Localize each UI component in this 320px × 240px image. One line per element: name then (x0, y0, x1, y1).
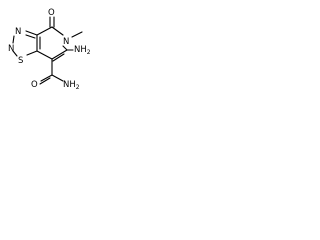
amino-nh: NH (74, 45, 87, 55)
bond-c3a-n3 (25, 30, 38, 36)
bond-n5-methyl (71, 31, 83, 38)
bond-s1-c7a (26, 50, 38, 56)
bond-c4-n5 (51, 26, 64, 36)
chemical-structure-diagram: N N S N O NH2 O NH2 (8, 8, 91, 91)
atom-label-amide-n: NH2 (63, 80, 80, 91)
bond-c6-c7 (51, 49, 68, 60)
atom-label-n5: N (63, 37, 69, 47)
bond-c6-c7-inner (52, 53, 65, 62)
bond-camide-o-double (39, 77, 51, 85)
atom-label-n3: N (15, 27, 21, 37)
amide-subscript: 2 (76, 84, 80, 91)
atom-label-n2: N (8, 44, 14, 54)
bond-n3-n2 (12, 35, 15, 44)
atom-label-carbonyl-o: O (48, 8, 55, 18)
bond-n5-c6 (62, 45, 68, 51)
bond-c3a-c4 (36, 26, 53, 36)
bond-camide-o (40, 74, 53, 82)
atom-label-amide-o: O (31, 80, 38, 90)
bond-c7-c7a (36, 50, 53, 60)
bond-c3a-n3-inner (25, 34, 36, 39)
amino-subscript: 2 (87, 49, 91, 56)
amide-nh: NH (63, 80, 76, 90)
bond-camide-n (51, 74, 64, 82)
atom-label-s1: S (18, 56, 23, 66)
bond-n2-s1 (12, 50, 18, 57)
atom-label-amino: NH2 (74, 45, 91, 56)
